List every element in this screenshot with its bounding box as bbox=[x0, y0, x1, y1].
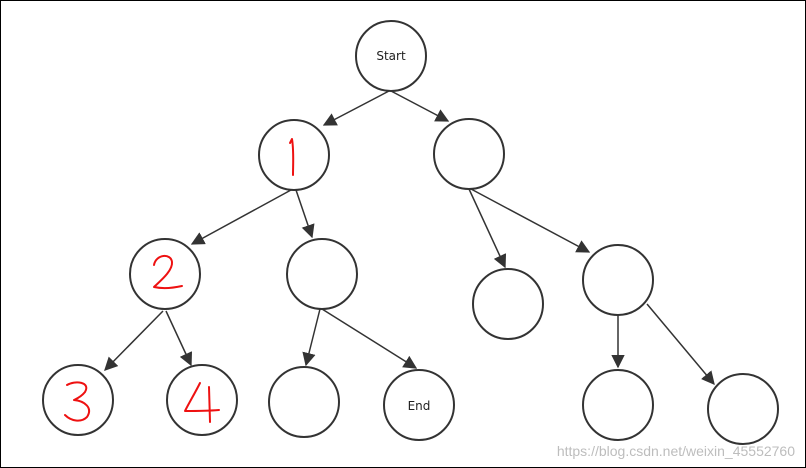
edge-n2-n5 bbox=[468, 188, 507, 269]
node-right-e bbox=[707, 373, 779, 445]
node-left-c bbox=[268, 366, 340, 438]
node-left-b bbox=[286, 238, 358, 310]
handwritten-1 bbox=[289, 138, 295, 176]
end-label: End bbox=[408, 399, 431, 413]
edge-start-n1 bbox=[322, 90, 390, 126]
edge-n4-n9 bbox=[302, 308, 321, 367]
edge-n1-n3 bbox=[190, 189, 292, 245]
node-4 bbox=[166, 364, 238, 436]
node-2 bbox=[129, 238, 201, 310]
edge-n3-n7 bbox=[104, 310, 164, 371]
edge-start-n2 bbox=[390, 90, 450, 122]
edge-n3-n8 bbox=[165, 310, 193, 367]
start-node bbox=[355, 20, 427, 92]
watermark-text: https://blog.csdn.net/weixin_45552760 bbox=[556, 443, 795, 459]
node-right-d bbox=[582, 369, 654, 441]
edge-n2-n6 bbox=[470, 188, 591, 253]
edge-n4-end bbox=[321, 308, 418, 369]
start-label: Start bbox=[376, 49, 406, 63]
end-node bbox=[383, 369, 455, 441]
node-right-b bbox=[472, 268, 544, 340]
handwritten-2 bbox=[153, 255, 183, 290]
node-right-c bbox=[582, 244, 654, 316]
handwritten-4 bbox=[184, 382, 220, 423]
edge-n1-n4 bbox=[295, 189, 315, 239]
handwritten-3 bbox=[64, 381, 91, 422]
node-right-a bbox=[433, 118, 505, 190]
edge-n6-n11 bbox=[646, 303, 715, 386]
